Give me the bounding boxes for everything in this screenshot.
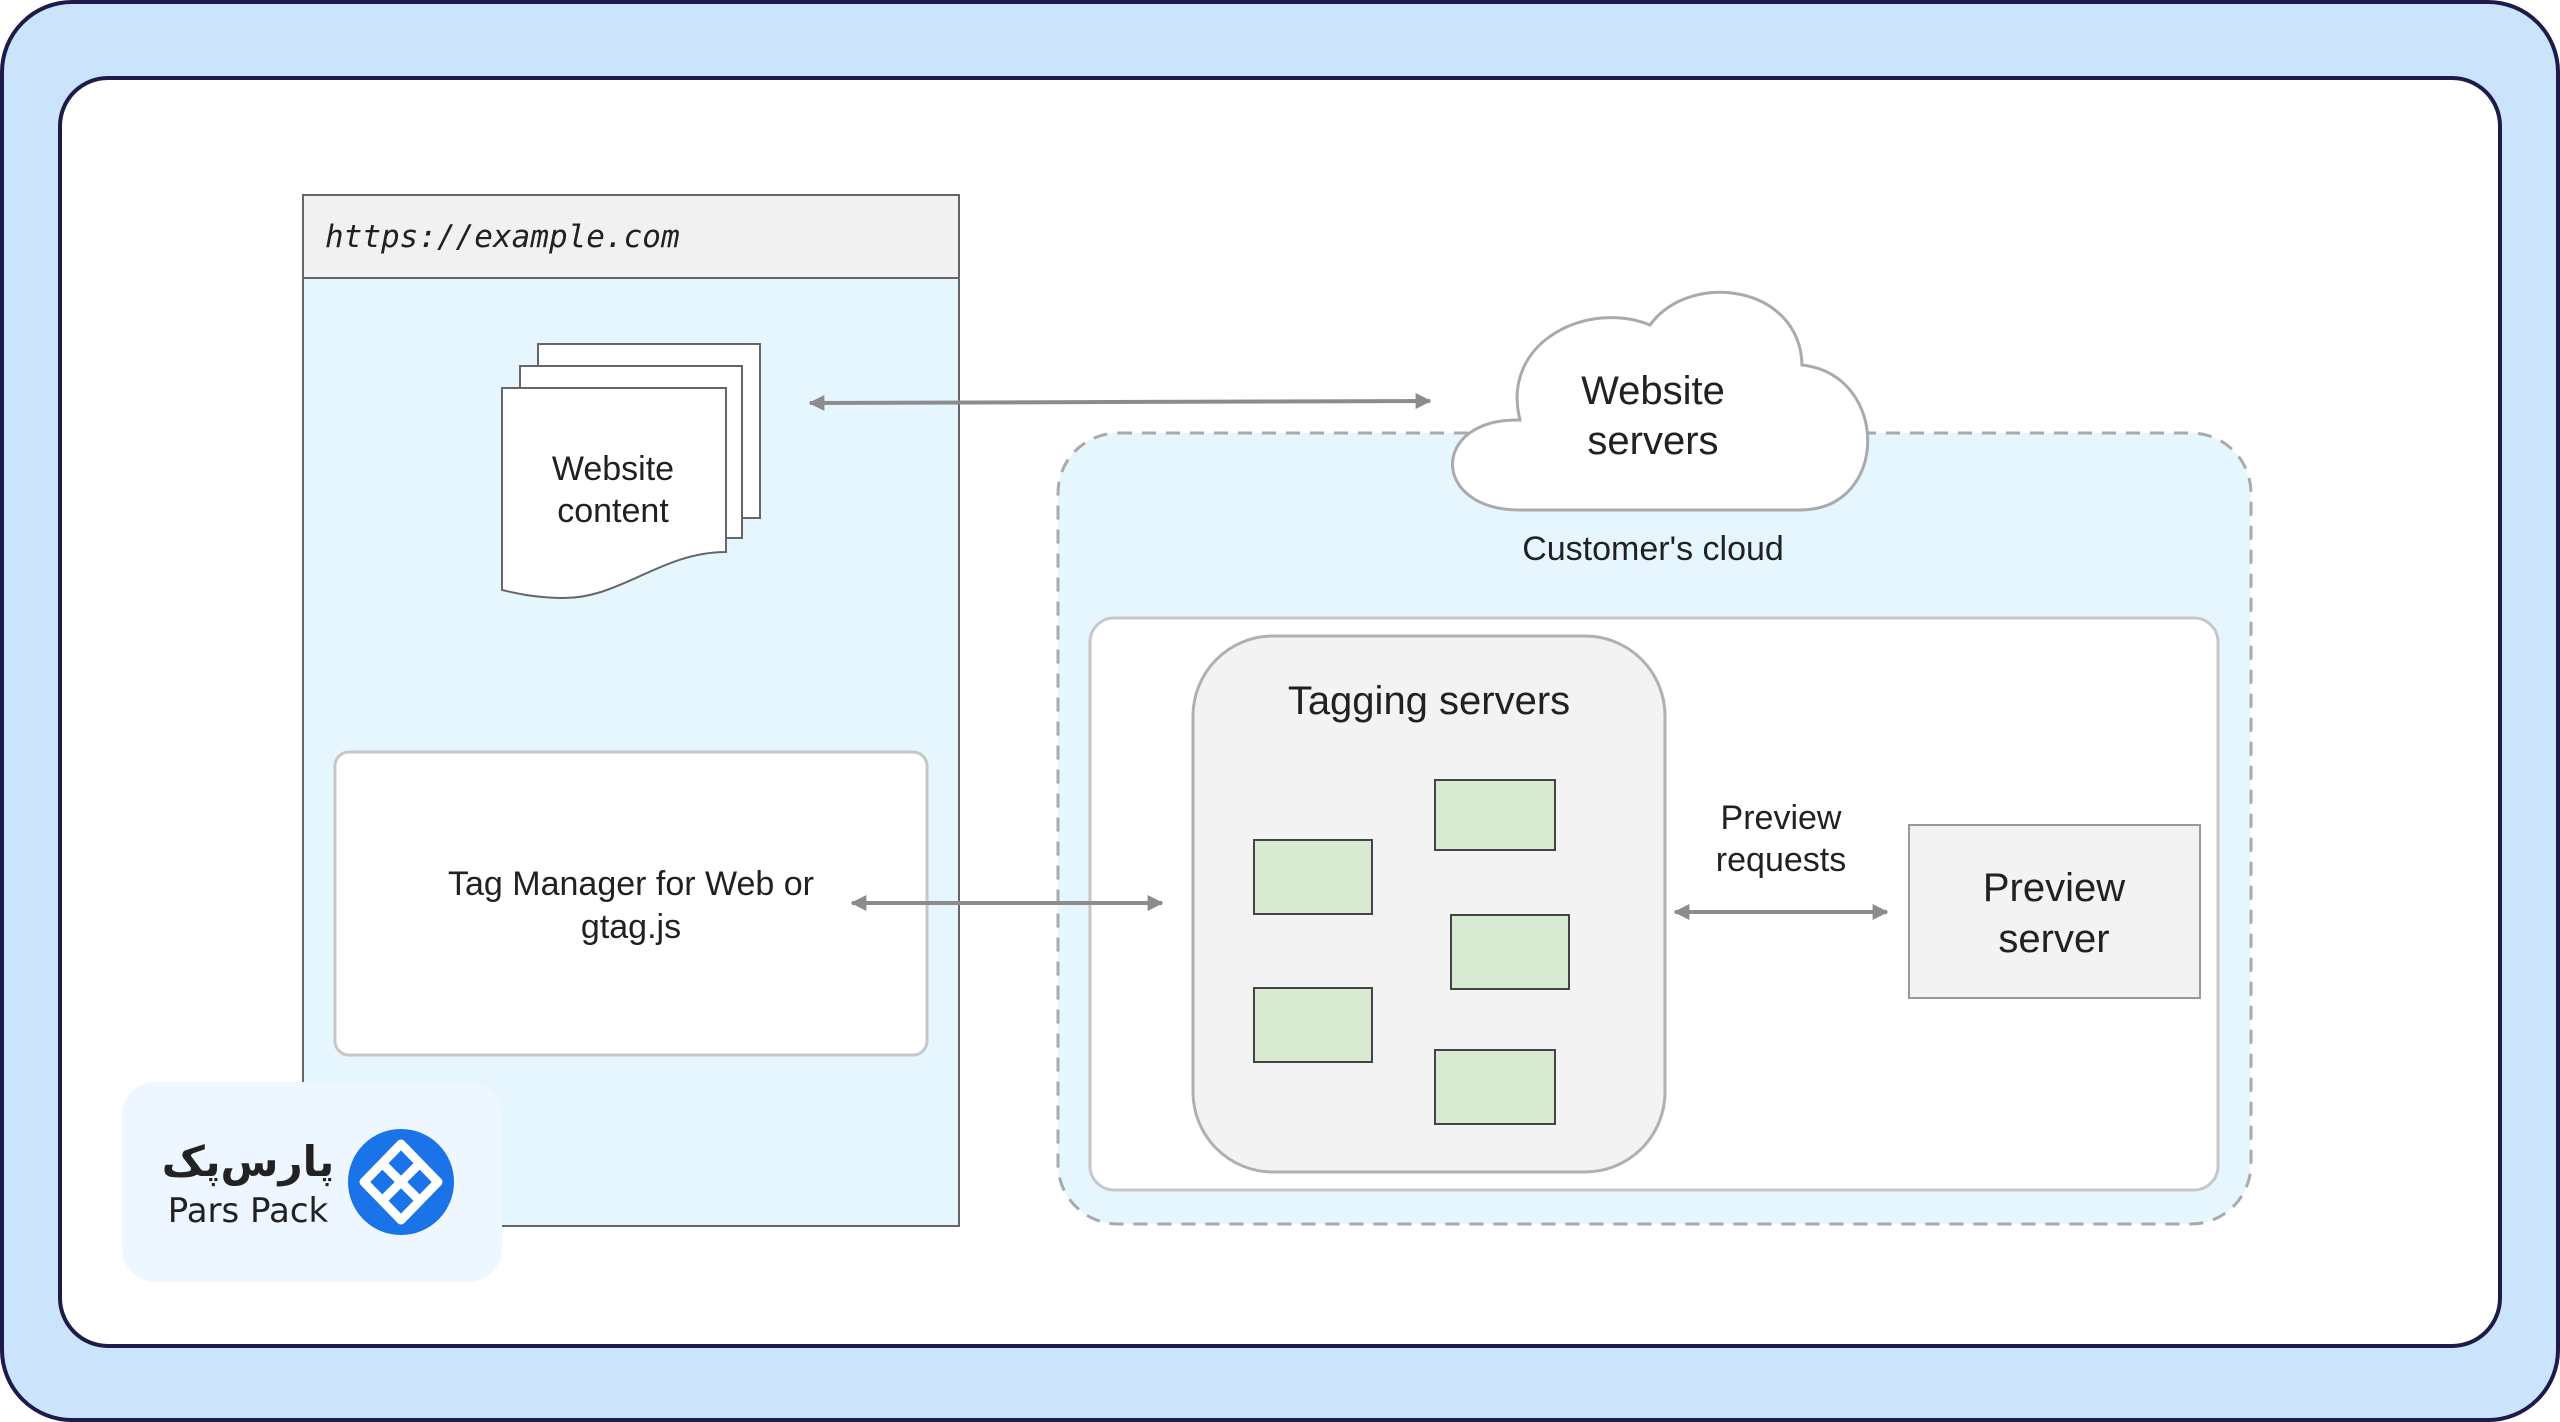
website-servers-label-2: servers: [1587, 419, 1718, 463]
website-content-label-1: Website: [552, 450, 674, 488]
tag-manager-label-1: Tag Manager for Web or: [448, 865, 814, 903]
server-instance: [1253, 987, 1373, 1063]
logo-text-en: Pars Pack: [168, 1191, 329, 1231]
website-content-label-2: content: [557, 492, 669, 530]
document-sheet-front: [501, 387, 727, 600]
browser-url: https://example.com: [325, 219, 680, 255]
server-instance: [1434, 779, 1556, 851]
preview-requests-label-1: Preview: [1721, 799, 1842, 837]
cloud-shape: [1451, 290, 1870, 512]
logo-text-fa: پارس‌پک: [162, 1137, 334, 1187]
customers-cloud-label: Customer's cloud: [1522, 530, 1784, 568]
browser-address-bar: [302, 194, 960, 279]
arrow-content-to-website-servers: [808, 393, 1432, 411]
tagging-servers-node: Tagging servers: [1191, 634, 1667, 1174]
tag-manager-box: [333, 750, 929, 1057]
tag-manager-node: Tag Manager for Web or gtag.js: [333, 750, 929, 1057]
preview-server-label-2: server: [1998, 917, 2109, 961]
server-instance: [1434, 1049, 1556, 1125]
preview-server-node: Preview server: [1908, 824, 2201, 999]
preview-server-box: [1908, 824, 2201, 999]
tagging-servers-label: Tagging servers: [1288, 679, 1570, 723]
preview-server-label-1: Preview: [1983, 866, 2125, 910]
preview-requests-label-2: requests: [1716, 841, 1846, 879]
pars-pack-logo: پارس‌پک Pars Pack: [122, 1082, 502, 1282]
website-servers-node: Website servers: [1451, 290, 1870, 512]
website-servers-label-1: Website: [1581, 369, 1725, 413]
tag-manager-label-2: gtag.js: [581, 908, 681, 946]
logo-diamond-icon: [359, 1139, 443, 1225]
server-instance: [1450, 914, 1570, 990]
website-content-node: Website content: [501, 343, 761, 600]
server-instance: [1253, 839, 1373, 915]
